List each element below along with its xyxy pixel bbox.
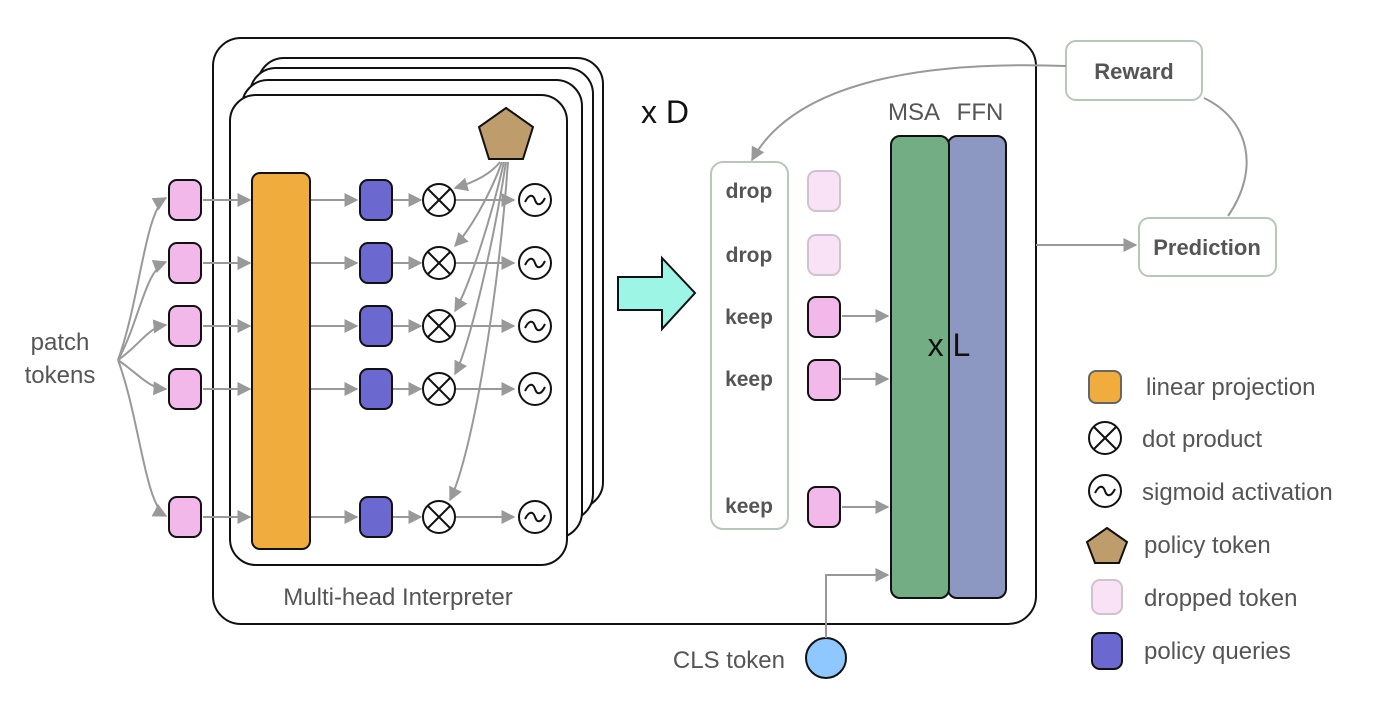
- linear-projection-block: [251, 172, 311, 550]
- legend-label: policy token: [1144, 532, 1271, 559]
- legend-label: policy queries: [1144, 638, 1291, 665]
- dropped-token: [807, 234, 841, 276]
- patch-tokens-label-line2: tokens: [25, 362, 96, 389]
- dot-product-icon: [422, 183, 456, 217]
- interpreter-card-front: [229, 94, 568, 566]
- dot-product-icon: [422, 372, 456, 406]
- linear-projection-icon: [1088, 370, 1122, 404]
- ffn-label: FFN: [957, 99, 1004, 126]
- decision-label: drop: [726, 244, 773, 267]
- patch-fanout-arrows: [117, 197, 168, 517]
- decision-box: [710, 161, 789, 530]
- patch-token: [168, 305, 202, 347]
- patch-token: [168, 368, 202, 410]
- policy-token-icon: [477, 106, 535, 160]
- cls-to-transformer-arrow: [825, 568, 890, 638]
- msa-label: MSA: [888, 99, 940, 126]
- legend-label: linear projection: [1146, 374, 1315, 401]
- policy-token-arrows: [449, 161, 509, 502]
- policy-query: [359, 496, 393, 538]
- patch-token: [168, 179, 202, 221]
- reward-box: [1065, 40, 1203, 101]
- reward-to-decision-arrow: [751, 64, 1067, 162]
- decision-labels: drop drop keep keep keep: [725, 180, 773, 518]
- cls-token: [805, 637, 847, 679]
- policy-query-icon: [1091, 632, 1123, 670]
- policy-token-icon: [1085, 526, 1129, 564]
- dropped-token: [807, 170, 841, 212]
- legend: linear projection dot product sigmoid ac…: [1085, 370, 1333, 670]
- dot-to-sigmoid-arrows: [456, 193, 516, 524]
- sigmoid-icon: [518, 246, 552, 280]
- dot-product-icon: [422, 309, 456, 343]
- query-to-dot-arrows: [393, 193, 423, 524]
- patch-token: [168, 242, 202, 284]
- policy-query: [359, 242, 393, 284]
- sigmoid-icon: [518, 500, 552, 534]
- prediction-label: Prediction: [1153, 235, 1261, 260]
- sigmoid-column: [518, 183, 552, 534]
- legend-label: sigmoid activation: [1142, 479, 1333, 506]
- policy-query: [359, 368, 393, 410]
- sigmoid-icon: [1088, 474, 1122, 508]
- ffn-block: [947, 135, 1007, 599]
- patch-token: [168, 496, 202, 538]
- msa-block: [890, 135, 950, 599]
- dot-product-icon: [422, 500, 456, 534]
- dot-product-column: [422, 183, 456, 534]
- dropped-token-icon: [1091, 579, 1123, 615]
- sigmoid-icon: [518, 309, 552, 343]
- legend-label: dropped token: [1144, 585, 1297, 612]
- repeat-layers-label: x L: [928, 327, 971, 363]
- decision-label: keep: [725, 368, 773, 391]
- sigmoid-icon: [518, 372, 552, 406]
- kept-token: [807, 359, 841, 401]
- interpreter-title: Multi-head Interpreter: [283, 584, 512, 611]
- projection-to-query-arrows: [311, 193, 359, 524]
- legend-label: dot product: [1142, 426, 1262, 453]
- patch-token-column: [168, 179, 202, 538]
- dot-product-icon: [422, 246, 456, 280]
- kept-to-transformer-arrows: [842, 309, 890, 514]
- policy-query: [359, 305, 393, 347]
- pruned-token-column: [807, 170, 841, 528]
- decision-label: keep: [725, 306, 773, 329]
- policy-query: [359, 179, 393, 221]
- cls-token-label: CLS token: [673, 647, 785, 674]
- decision-label: keep: [725, 495, 773, 518]
- repeat-depth-label: x D: [641, 94, 689, 130]
- decision-label: drop: [726, 180, 773, 203]
- patch-to-projection-arrows: [203, 193, 252, 524]
- patch-tokens-label-line1: patch: [31, 329, 90, 356]
- kept-token: [807, 486, 841, 528]
- sigmoid-icon: [518, 183, 552, 217]
- kept-token: [807, 296, 841, 338]
- prediction-to-reward-arrow: [1203, 97, 1248, 217]
- transition-arrow-shape: [617, 255, 697, 332]
- prediction-box: [1138, 217, 1277, 277]
- policy-query-column: [359, 179, 393, 538]
- reward-label: Reward: [1094, 59, 1173, 84]
- dot-product-icon: [1088, 421, 1122, 455]
